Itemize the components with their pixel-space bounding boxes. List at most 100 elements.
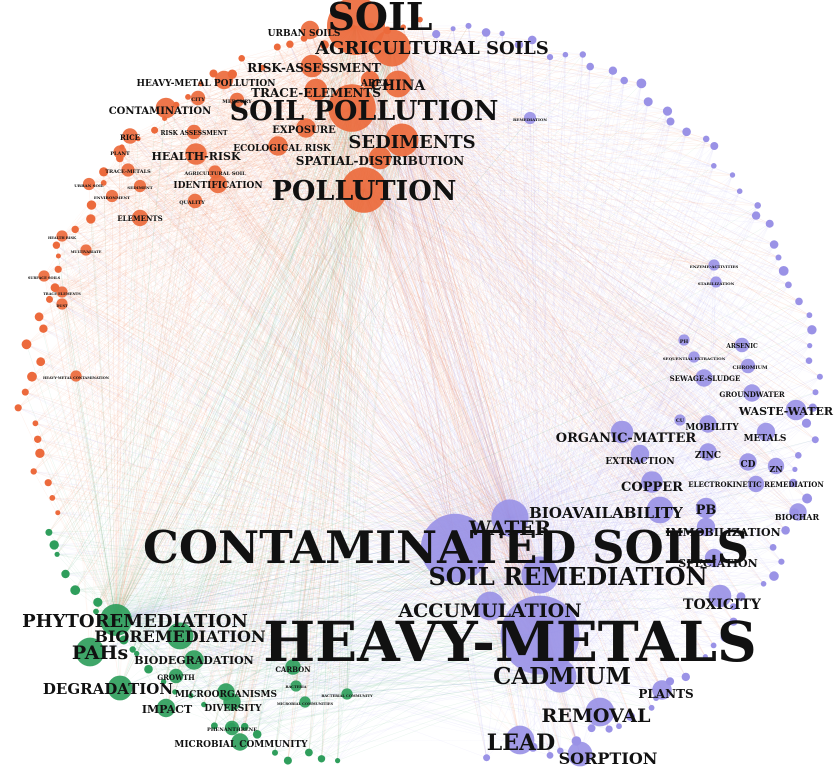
edge [355, 25, 779, 258]
edge [355, 25, 521, 741]
edge [363, 189, 641, 455]
edge [195, 153, 456, 549]
edge [539, 264, 715, 636]
edge [397, 83, 511, 519]
edge [165, 107, 511, 519]
label-risk-assessment: RISK-ASSESSMENT [247, 61, 381, 75]
edge [115, 561, 782, 621]
edge [295, 547, 456, 687]
edge [509, 439, 816, 519]
edge [304, 547, 456, 703]
edge [363, 189, 770, 224]
edge [292, 574, 541, 668]
edge [401, 139, 734, 622]
edge [559, 339, 685, 677]
edge [115, 217, 141, 621]
edge [292, 666, 561, 677]
edge [304, 25, 357, 703]
edge [518, 44, 541, 636]
edge [193, 189, 365, 661]
edge [401, 139, 770, 224]
edge [311, 65, 541, 636]
edge [351, 107, 796, 470]
edge [363, 189, 541, 636]
edge [485, 32, 541, 576]
edge [401, 139, 631, 717]
label-microbial-community: MICROBIAL COMMUNITY [174, 740, 308, 750]
edge [454, 145, 715, 549]
edge [165, 47, 393, 709]
edge [485, 32, 541, 636]
edge [539, 257, 779, 636]
edge [509, 517, 707, 528]
edge [115, 619, 592, 729]
edge [363, 189, 456, 549]
edge [401, 139, 784, 272]
edge [559, 54, 584, 677]
edge [295, 25, 357, 687]
edge [351, 107, 810, 316]
edge [539, 244, 775, 636]
edge [509, 517, 786, 531]
edge [231, 25, 357, 703]
edge [363, 189, 687, 678]
edge [363, 189, 709, 453]
edge [321, 547, 456, 759]
edge [351, 107, 671, 682]
label-impact: IMPACT [142, 703, 193, 716]
label-pb: PB [696, 503, 717, 518]
edge [239, 189, 365, 743]
edge [363, 138, 707, 191]
edge [363, 47, 393, 191]
edge [355, 25, 695, 358]
edge [539, 191, 740, 636]
edge [89, 634, 541, 653]
edge [559, 512, 795, 677]
edge [363, 189, 561, 677]
edge [139, 217, 541, 576]
edge [454, 511, 799, 549]
edge [239, 547, 456, 743]
edge [315, 89, 511, 519]
edge [539, 80, 625, 576]
edge [85, 189, 365, 251]
edge [559, 596, 742, 677]
edge [401, 139, 709, 453]
label-degradation: DEGRADATION [43, 680, 173, 698]
edge [115, 139, 403, 621]
edge [355, 25, 653, 483]
keyword-node-minor [49, 495, 56, 501]
edge [454, 101, 649, 549]
edge [127, 169, 541, 576]
edge [363, 189, 734, 622]
edge [363, 110, 668, 191]
edge [401, 139, 794, 484]
edge [363, 189, 721, 597]
edge [351, 107, 794, 484]
edge [397, 83, 541, 576]
edge [119, 675, 561, 689]
edge [231, 47, 393, 729]
edge [236, 99, 561, 677]
edge [115, 619, 610, 730]
edge [391, 47, 705, 379]
edge [509, 301, 800, 519]
edge [539, 121, 671, 576]
edge [454, 530, 786, 549]
edge [559, 66, 591, 677]
edge [355, 25, 774, 548]
edge [115, 117, 531, 621]
label-bioavailability: BIOAVAILABILITY [529, 504, 683, 522]
edge [539, 431, 623, 576]
edge [231, 189, 365, 703]
edge [311, 65, 456, 549]
edge [539, 54, 584, 576]
edge [509, 66, 591, 519]
keyword-node-minor [14, 404, 22, 412]
edge [194, 200, 511, 519]
keyword-node-minor [662, 106, 673, 116]
edge [351, 80, 625, 109]
keyword-node-minor [769, 544, 777, 551]
edge [539, 574, 726, 638]
edge [115, 131, 195, 621]
